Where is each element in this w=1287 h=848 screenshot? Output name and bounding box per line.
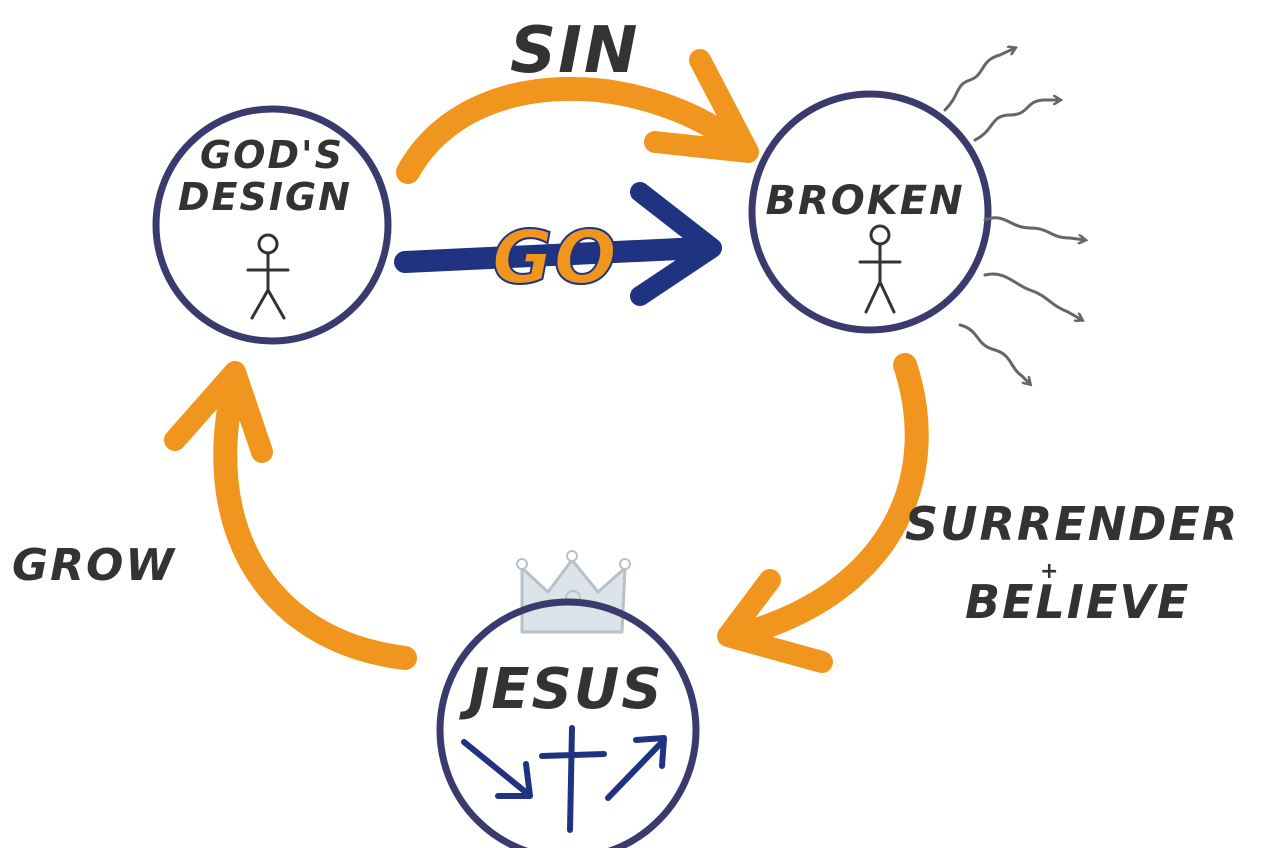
broken-label: BROKEN (765, 178, 964, 224)
stick-figure-icon (246, 233, 290, 320)
cross-icon (539, 725, 607, 833)
gods-design-node: GOD'S DESIGN (152, 105, 392, 345)
jesus-label: JESUS (458, 657, 663, 722)
crown-icon (516, 550, 631, 634)
arrow-down-right-icon (461, 739, 533, 799)
jesus-circle (436, 598, 700, 848)
squiggle-arrows (943, 48, 1085, 384)
stick-figure-icon (858, 224, 902, 314)
plus-label: + (1040, 559, 1060, 584)
go-arrow (394, 182, 722, 306)
sin-arrow (396, 49, 759, 184)
believe-label: BELIEVE (965, 575, 1190, 629)
surrender-arrow (717, 353, 929, 673)
squiggle-arrow-icon (943, 48, 1015, 112)
squiggle-arrow-icon (958, 323, 1030, 384)
arrow-up-right-icon (605, 735, 667, 801)
broken-circle (748, 90, 992, 334)
grow-label: GROW (12, 540, 176, 591)
grow-arrow (164, 361, 417, 670)
gods-design-line1: GOD'S (200, 133, 344, 177)
squiggle-arrow-icon (973, 100, 1060, 142)
jesus-node: JESUS (436, 550, 700, 848)
gods-design-circle (152, 105, 392, 345)
squiggle-arrow-icon (983, 216, 1085, 240)
broken-node: BROKEN (748, 90, 992, 334)
surrender-label: SURRENDER (905, 497, 1239, 551)
squiggle-arrow-icon (983, 272, 1082, 320)
gods-design-line2: DESIGN (178, 175, 352, 219)
sin-label: SIN (510, 14, 639, 88)
go-label: GO (492, 215, 618, 301)
